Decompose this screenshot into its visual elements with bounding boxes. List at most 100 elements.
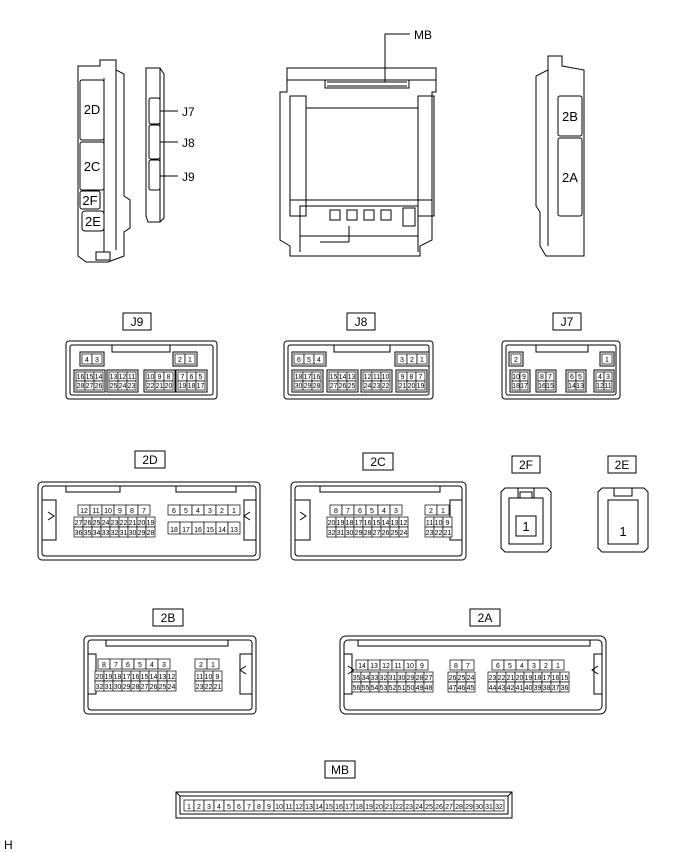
mb-pin-30: 30 [475,804,483,811]
2c-pin-27: 27 [373,530,381,537]
2a-pin-52: 52 [389,685,397,692]
2a-pin-6: 6 [496,663,500,670]
j7-pin-11: 11 [604,383,611,390]
j8-pin-22: 22 [382,383,390,390]
2d-pin-26: 26 [84,520,92,527]
2a-pin-29: 29 [407,675,415,682]
pin-cell [601,353,613,365]
mb-pin-21: 21 [385,804,393,811]
mb-pin-29: 29 [465,804,473,811]
j7-pin-14: 14 [568,383,576,390]
mb-pin-7: 7 [247,804,251,811]
j7-pin-1: 1 [605,357,609,364]
pin-cell [389,504,403,516]
j8-pin-26: 26 [339,383,347,390]
2d-pin-6: 6 [172,508,176,515]
2c-pin-4: 4 [382,508,386,515]
2a-pin-51: 51 [398,685,406,692]
tag-2e: 2E [615,458,630,472]
2d-pin-17: 17 [182,527,190,534]
pin-cell [157,658,171,670]
j8-pin-17: 17 [304,374,312,381]
mb-pin-27: 27 [445,804,453,811]
pin-cell [603,380,613,391]
pin-group-frame [508,351,524,367]
j9-pin-11: 11 [128,374,135,381]
2c-pin-3: 3 [394,508,398,515]
2b-pin-16: 16 [132,674,140,681]
2a-pin-13: 13 [370,663,378,670]
2c-pin-28: 28 [364,530,372,537]
2b-pin-8: 8 [102,662,106,669]
2a-pin-19: 19 [525,675,533,682]
j7-pin-7: 7 [548,374,552,381]
2c-pin-17: 17 [355,520,363,527]
pin-group-frame [599,351,615,367]
2b-pin-28: 28 [132,684,140,691]
footnote: H [4,838,13,852]
2b-pin-19: 19 [105,674,113,681]
label-j8-view: J8 [182,136,195,150]
2a-pin-33: 33 [371,675,379,682]
j9-pin-1: 1 [188,357,192,364]
2d-pin-31: 31 [120,530,128,537]
pin-cell [465,681,476,693]
2a-pin-34: 34 [362,675,370,682]
2b-pin-7: 7 [114,662,118,669]
2b-pin-17: 17 [123,674,131,681]
2d-pin-2: 2 [220,508,224,515]
2a-pin-11: 11 [394,663,401,670]
2a-pin-41: 41 [516,685,524,692]
2b-pin-4: 4 [150,662,154,669]
2b-pin-24: 24 [168,684,176,691]
2a-pin-54: 54 [371,685,379,692]
j8-pin-6: 6 [297,357,301,364]
right-side-view: 2B 2A [535,55,585,257]
pin-group-frame [106,369,139,393]
pin-group-frame [394,351,430,367]
j9-pin-4: 4 [85,357,89,364]
mb-pin-17: 17 [345,804,353,811]
2d-pin-15: 15 [206,527,214,534]
2c-pin-13: 13 [391,520,399,527]
mb-pin-4: 4 [217,804,221,811]
j8-pin-28: 28 [313,383,321,390]
2a-pin-8: 8 [454,663,458,670]
j8-pin-8: 8 [410,374,414,381]
2c-pin-8: 8 [334,508,338,515]
2d-pin-25: 25 [93,520,101,527]
2a-pin-37: 37 [552,685,560,692]
2c-pin-18: 18 [346,520,354,527]
tag-2f: 2F [519,458,533,472]
2d-pin-12: 12 [80,508,88,515]
2a-pin-45: 45 [467,685,475,692]
mb-pin-31: 31 [485,804,493,811]
2a-pin-44: 44 [489,685,497,692]
pin-cell [346,380,357,391]
pin-cell [493,799,505,812]
2c-pin-24: 24 [400,530,408,537]
mb-pin-20: 20 [375,804,383,811]
2b-pin-25: 25 [159,684,167,691]
2a-pin-5: 5 [508,663,512,670]
j9-pin-25: 25 [110,383,118,390]
2b-pin-27: 27 [141,684,149,691]
mb-pin-9: 9 [267,804,271,811]
2d-pin-19: 19 [147,520,155,527]
2c-pin-20: 20 [328,520,336,527]
2a-pin-30: 30 [398,675,406,682]
j9-pin-18: 18 [188,383,196,390]
pin-group-frame [175,369,208,393]
pin-cell [551,659,565,671]
2d-pin-8: 8 [130,508,134,515]
2a-pin-48: 48 [425,685,433,692]
2d-pin-20: 20 [138,520,146,527]
pin-group-frame [360,369,393,393]
2c-pin-14: 14 [382,520,390,527]
2a-pin-1: 1 [556,663,560,670]
